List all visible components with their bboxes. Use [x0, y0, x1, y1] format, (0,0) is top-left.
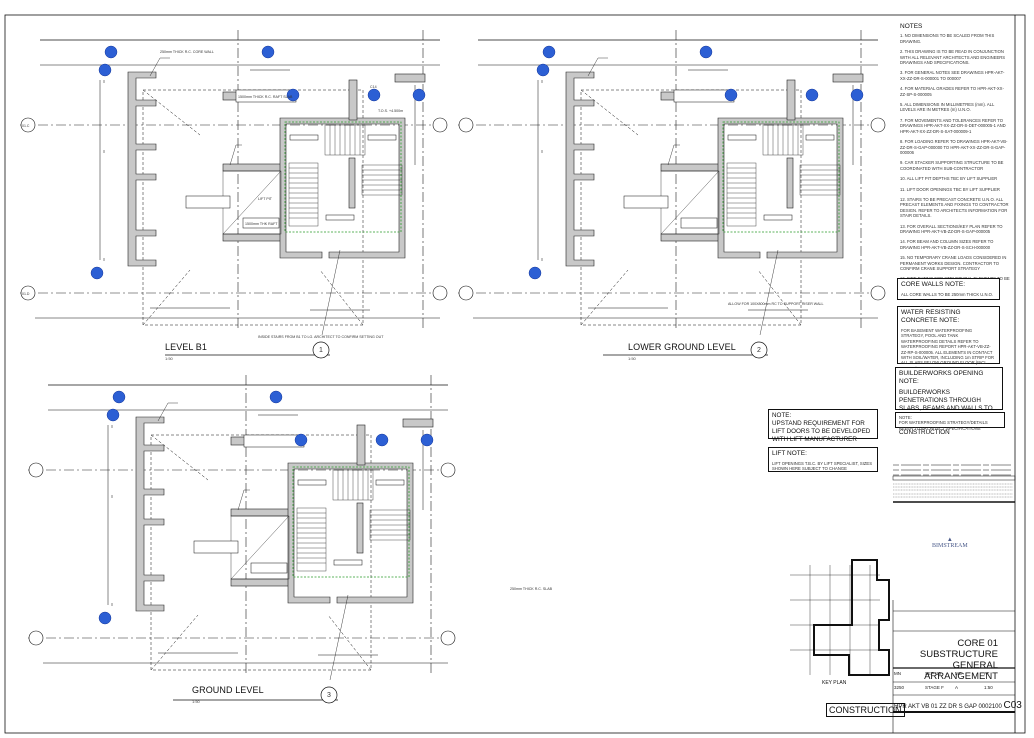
revision: C03	[1003, 700, 1022, 711]
plan-ref: 2	[757, 347, 761, 354]
note-item: 4. FOR MATERIAL GRADES REFER TO HPR-AKT-…	[900, 86, 1004, 97]
tos-tag: T.O.S. +4.500m	[378, 109, 403, 113]
note-item: 1. NO DIMENSIONS TO BE SCALED FROM THIS …	[900, 33, 995, 44]
core-walls-note: CORE WALLS NOTE: ALL CORE WALLS TO BE 25…	[897, 278, 1000, 300]
lift-pit-tag: LIFT PIT	[258, 197, 273, 201]
note-item: 10. ALL LIFT PIT DEPTHS TBC BY LIFT SUPP…	[900, 176, 998, 182]
note-item: 15. NO TEMPORARY CRANE LOADS CONSIDERED …	[900, 255, 1007, 271]
water-resisting-note: WATER RESISTING CONCRETE NOTE: FOR BASEM…	[897, 306, 1000, 382]
date: SEP '19	[925, 671, 942, 676]
note-item: 9. CAR STACKER SUPPORTING STRUCTURE TO B…	[900, 160, 1004, 171]
note-item: 7. FOR MOVEMENTS AND TOLERANCES REFER TO…	[900, 117, 1006, 134]
stage: STAGE F	[925, 685, 944, 690]
note-body: LIFT OPENINGS T.B.C. BY LIFT SPECIALIST,…	[772, 461, 872, 472]
plan-ground-level	[27, 374, 456, 704]
plan-title: LEVEL B1	[165, 342, 207, 352]
note-body: FOR WATERPROOFING STRATEGY/DETAILS REFER…	[899, 420, 988, 431]
note-body: UPSTAND REQUIREMENT FOR LIFT DOORS TO BE…	[772, 420, 871, 443]
title-line: CORE 01 SUBSTRUCTURE	[919, 638, 998, 660]
slab-tag: 250mm THICK R.C. SLAB	[510, 587, 553, 591]
job-number: 3250	[894, 685, 905, 690]
scale: 1:50	[984, 685, 993, 690]
note-body: ALL CORE WALLS TO BE 250mm THICK U.N.O.	[901, 292, 994, 297]
drawing-code: HPR AKT VB 01 ZZ DR S GAP 0002100	[894, 704, 1002, 710]
note-item: 13. FOR OVERALL SECTIONS/KEY PLAN REFER …	[900, 223, 1003, 234]
note-item: 12. STAIRS TO BE PRECAST CONCRETE U.N.O.…	[900, 196, 1009, 219]
drawing-number: HPR AKT VB 01 ZZ DR S GAP 0002100 C03	[894, 700, 1022, 711]
note-item: 5. ALL DIMENSIONS IN MILLIMETRES (mm). A…	[900, 102, 995, 113]
thk-raft-tag: 1500mm THK RAFT	[245, 222, 278, 226]
logo-icon: ▲	[946, 537, 953, 543]
note-heading: BUILDERWORKS OPENING NOTE:	[899, 370, 984, 385]
note-heading: WATER RESISTING CONCRETE NOTE:	[901, 309, 961, 324]
status-badge: CONSTRUCTION	[826, 703, 905, 717]
general-notes: NOTES 1. NO DIMENSIONS TO BE SCALED FROM…	[900, 23, 1010, 298]
note-item: 2. THIS DRAWING IS TO BE READ IN CONJUNC…	[900, 49, 1006, 66]
note-item: 14. FOR BEAM AND COLUMN SIZES REFER TO D…	[900, 239, 994, 250]
title-line: GENERAL ARRANGEMENT	[924, 660, 998, 682]
riser-note: ALLOW FOR 100X800mm RC TO SUPPORT RISER …	[728, 302, 823, 306]
notes-heading: NOTES	[900, 23, 923, 30]
lift-note: LIFT NOTE: LIFT OPENINGS T.B.C. BY LIFT …	[768, 447, 878, 472]
note-item: 8. FOR LOADING REFER TO DRAWINGS HPR-AKT…	[900, 139, 1008, 155]
logo-text: BIMSTREAM	[932, 543, 968, 549]
key-plan	[790, 559, 890, 676]
grid-label: 01.C	[22, 124, 30, 128]
plan-scale: 1:50	[628, 356, 636, 361]
note-heading: CORE WALLS NOTE:	[901, 281, 966, 288]
note-heading: NOTE:	[772, 412, 792, 419]
raft-slab-tag: 1500mm THICK R.C. RAFT SLAB	[238, 95, 293, 99]
plan-scale: 1:50	[192, 699, 200, 704]
column-tag: C14	[370, 85, 377, 89]
upstand-note: NOTE: UPSTAND REQUIREMENT FOR LIFT DOORS…	[768, 409, 878, 443]
checked-by: MB	[955, 671, 962, 676]
plan-ref: 1	[319, 347, 323, 354]
note-item: 3. FOR GENERAL NOTES SEE DRAWINGS HPR-AK…	[900, 70, 1005, 81]
plan-title: LOWER GROUND LEVEL	[628, 342, 736, 352]
company-logo: ▲ BIMSTREAM	[932, 537, 968, 549]
title-block	[892, 600, 1015, 733]
drawing-title: CORE 01 SUBSTRUCTURE GENERAL ARRANGEMENT	[908, 638, 998, 682]
stairs-note: INSIDE STAIRS FROM B1 TO LG. ARCHITECT T…	[258, 335, 384, 339]
suitability: A	[955, 685, 959, 690]
approved-by: AT	[984, 671, 990, 676]
note-heading: NOTE:	[899, 415, 912, 420]
note-heading: LIFT NOTE:	[772, 450, 807, 457]
revision-table	[892, 464, 1016, 503]
grid-label: 01.D	[22, 292, 30, 296]
builderworks-note: BUILDERWORKS OPENING NOTE: BUILDERWORKS …	[895, 367, 1003, 436]
plan-level-b1	[19, 29, 448, 359]
key-plan-label: KEY PLAN	[822, 680, 847, 686]
plan-ref: 3	[327, 692, 331, 699]
plan-title: GROUND LEVEL	[192, 685, 264, 695]
core-wall-tag: 250mm THICK R.C. CORE WALL	[160, 50, 214, 54]
drawn-by: MN	[894, 671, 901, 676]
sheet-border	[4, 14, 1026, 734]
plan-scale: 1:50	[165, 356, 173, 361]
note-item: 11. LIFT DOOR OPENINGS TBC BY LIFT SUPPL…	[900, 186, 1000, 192]
plan-lower-ground	[457, 29, 886, 359]
waterproofing-note: NOTE: FOR WATERPROOFING STRATEGY/DETAILS…	[895, 412, 1005, 431]
